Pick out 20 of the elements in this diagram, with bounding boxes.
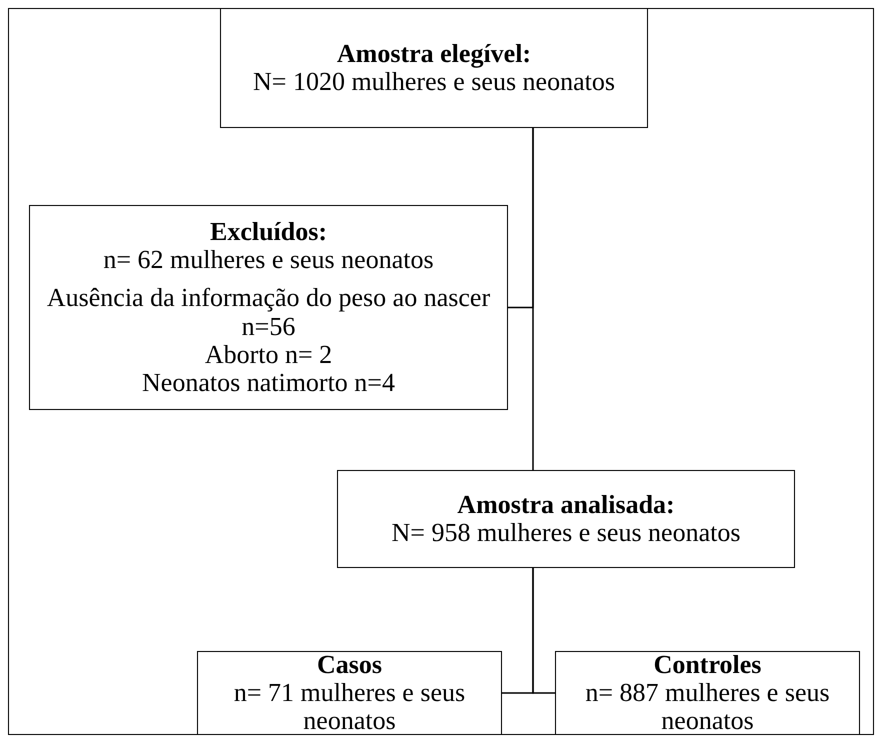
box-heading: Amostra elegível:	[336, 40, 532, 68]
box-heading: Excluídos:	[210, 218, 328, 246]
process-box	[29, 205, 508, 410]
box-text: n= 71 mulheres e seus neonatos	[232, 678, 466, 736]
process-box	[337, 470, 795, 568]
connector-line	[532, 128, 534, 470]
box-text: Aborto n= 2	[204, 340, 332, 369]
process-box	[220, 8, 648, 128]
box-heading: Controles	[654, 650, 762, 679]
box-heading: Casos	[316, 650, 382, 679]
box-text: N= 1020 mulheres e seus neonatos	[253, 68, 615, 96]
box-text: n= 62 mulheres e seus neonatos	[103, 246, 434, 274]
box-text: Neonatos natimorto n=4	[142, 368, 395, 397]
connector-line	[532, 568, 555, 694]
process-box	[197, 651, 502, 735]
process-box	[555, 651, 860, 735]
box-text: Ausência da informação do peso ao nascer n=56	[46, 284, 492, 341]
box-text: n= 887 mulheres e seus neonatos	[584, 678, 831, 736]
box-text: N= 958 mulheres e seus neonatos	[392, 519, 740, 548]
box-heading: Amostra analisada:	[457, 490, 675, 519]
